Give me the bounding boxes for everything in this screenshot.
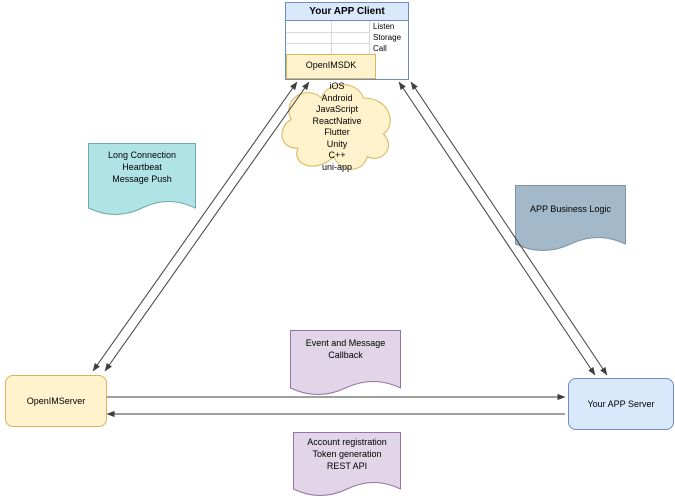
arrow-client-appserver-b <box>410 81 608 376</box>
note-line: Callback <box>328 350 363 360</box>
platform-label: ReactNative <box>312 115 362 126</box>
client-row-storage: Storage <box>286 32 408 44</box>
app-client-box: Your APP Client Listen Storage Call Open… <box>285 2 409 80</box>
note-business-logic-shape <box>515 185 626 251</box>
note-line: APP Business Logic <box>530 204 611 214</box>
client-row-cell <box>286 32 332 44</box>
openimsdk-box: OpenIMSDK <box>286 54 376 79</box>
arrow-openimserver-client-b <box>104 81 310 372</box>
client-row-listen: Listen <box>286 21 408 33</box>
note-line: Token generation <box>312 449 382 459</box>
openimserver-label: OpenIMServer <box>26 396 86 406</box>
app-client-title: Your APP Client <box>286 3 408 21</box>
note-line: REST API <box>326 461 368 471</box>
note-line: Event and Message <box>305 338 386 348</box>
client-row-cell <box>286 21 332 33</box>
client-row-call: Call <box>286 43 408 55</box>
note-rest-api-shape <box>293 432 401 496</box>
note-long-connection-label: Long Connection Heartbeat Message Push <box>88 149 196 185</box>
arrow-openimserver-client-a <box>92 81 298 372</box>
openimserver-box: OpenIMServer <box>5 375 107 427</box>
platform-label: Flutter <box>324 127 350 137</box>
client-row-cell <box>331 32 370 44</box>
client-row-label-listen: Listen <box>373 22 395 31</box>
appserver-label: Your APP Server <box>587 399 655 409</box>
client-row-cell <box>331 21 370 33</box>
note-line: Message Push <box>112 174 172 184</box>
note-line: Account registration <box>307 437 387 447</box>
platform-label: JavaScript <box>315 104 359 114</box>
platform-label: Android <box>321 92 353 103</box>
platform-label: uni-app <box>321 161 353 172</box>
note-event-callback-label: Event and Message Callback <box>290 337 401 361</box>
platforms-list: iOS Android JavaScript ReactNative Flutt… <box>277 81 397 173</box>
platform-label: Unity <box>326 138 348 149</box>
client-row-label-storage: Storage <box>373 33 402 42</box>
note-line: Heartbeat <box>122 162 162 172</box>
note-business-logic-label: APP Business Logic <box>515 203 626 215</box>
client-io-rows: Listen Storage Call <box>286 21 408 55</box>
appserver-box: Your APP Server <box>568 378 674 430</box>
platform-label: iOS <box>329 81 345 91</box>
note-rest-api-label: Account registration Token generation RE… <box>293 436 401 472</box>
note-event-callback-shape <box>290 330 401 395</box>
note-line: Long Connection <box>107 150 177 160</box>
platform-label: C++ <box>328 150 346 160</box>
client-row-label-call: Call <box>373 44 387 53</box>
